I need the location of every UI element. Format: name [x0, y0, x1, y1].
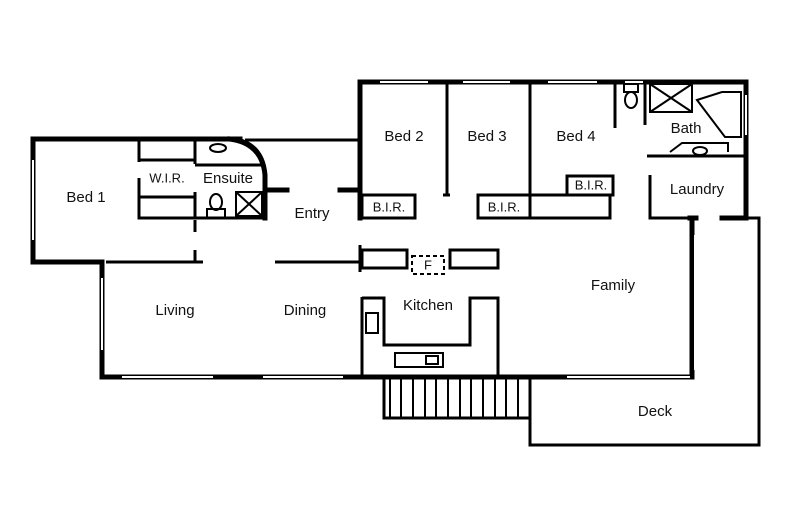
label-bed2: Bed 2	[384, 128, 423, 145]
label-family: Family	[591, 277, 636, 294]
label-kitchen: Kitchen	[403, 297, 453, 314]
label-ensuite: Ensuite	[203, 170, 253, 187]
label-dining: Dining	[284, 302, 327, 319]
label-bed1: Bed 1	[66, 189, 105, 206]
label-bath: Bath	[671, 120, 702, 137]
label-bir-bed4: B.I.R.	[575, 177, 608, 192]
label-laundry: Laundry	[670, 181, 725, 198]
label-deck: Deck	[638, 403, 673, 420]
room-labels: Bed 1 W.I.R. Ensuite Entry Bed 2 Bed 3 B…	[66, 120, 724, 420]
label-living: Living	[155, 302, 194, 319]
stairs	[382, 378, 530, 420]
walls	[30, 79, 761, 447]
label-bed4: Bed 4	[556, 128, 595, 145]
label-bed3: Bed 3	[467, 128, 506, 145]
label-bir-bed2: B.I.R.	[373, 199, 406, 214]
label-bir-bed3: B.I.R.	[488, 199, 521, 214]
label-fridge: F	[424, 257, 432, 272]
fridge-space	[411, 255, 445, 275]
label-entry: Entry	[294, 205, 330, 222]
label-wir: W.I.R.	[149, 170, 184, 185]
